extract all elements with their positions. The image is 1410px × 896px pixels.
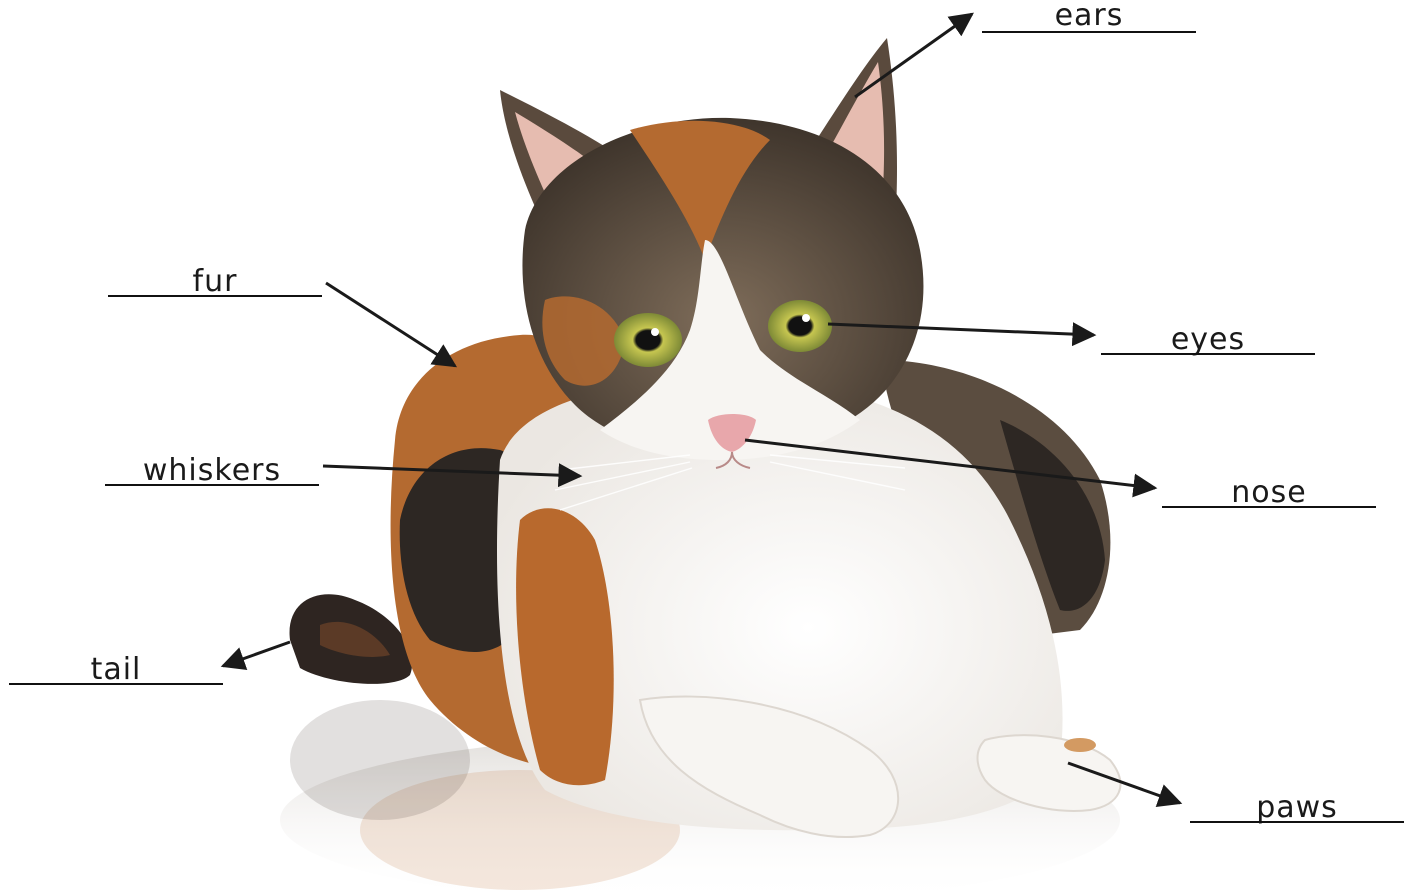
pointer-arrows bbox=[220, 12, 1183, 808]
label-ears: ears bbox=[982, 0, 1196, 34]
label-eyes-text: eyes bbox=[1170, 322, 1246, 357]
arrow-ears bbox=[854, 12, 974, 99]
label-tail-text: tail bbox=[90, 652, 142, 687]
arrow-eyes bbox=[827, 322, 1097, 347]
label-nose-text: nose bbox=[1231, 475, 1307, 510]
body-front bbox=[497, 380, 1063, 831]
label-whiskers: whiskers bbox=[105, 453, 319, 488]
label-nose-line bbox=[1162, 506, 1376, 508]
tail-shape bbox=[289, 594, 413, 684]
right-eye-shape bbox=[768, 300, 832, 352]
label-fur-text: fur bbox=[192, 264, 238, 299]
label-tail: tail bbox=[9, 652, 223, 687]
label-tail-line bbox=[9, 683, 223, 685]
arrow-fur bbox=[325, 281, 458, 368]
arrow-tail bbox=[220, 640, 291, 671]
arrow-paws bbox=[1067, 761, 1183, 808]
label-eyes-line bbox=[1101, 353, 1315, 355]
label-paws-text: paws bbox=[1256, 790, 1338, 825]
label-ears-line bbox=[982, 31, 1196, 33]
left-eye-shape bbox=[614, 313, 682, 367]
label-ears-text: ears bbox=[1054, 0, 1124, 33]
arrow-nose bbox=[744, 438, 1158, 498]
label-paws: paws bbox=[1190, 790, 1404, 825]
label-eyes: eyes bbox=[1101, 322, 1315, 357]
label-nose: nose bbox=[1162, 475, 1376, 510]
label-whiskers-text: whiskers bbox=[142, 453, 282, 488]
paws-shape bbox=[638, 695, 1122, 839]
arrow-whiskers bbox=[322, 463, 583, 488]
label-paws-line bbox=[1190, 821, 1404, 823]
label-fur-line bbox=[108, 295, 322, 297]
label-fur: fur bbox=[108, 264, 322, 299]
label-whiskers-line bbox=[105, 484, 319, 486]
